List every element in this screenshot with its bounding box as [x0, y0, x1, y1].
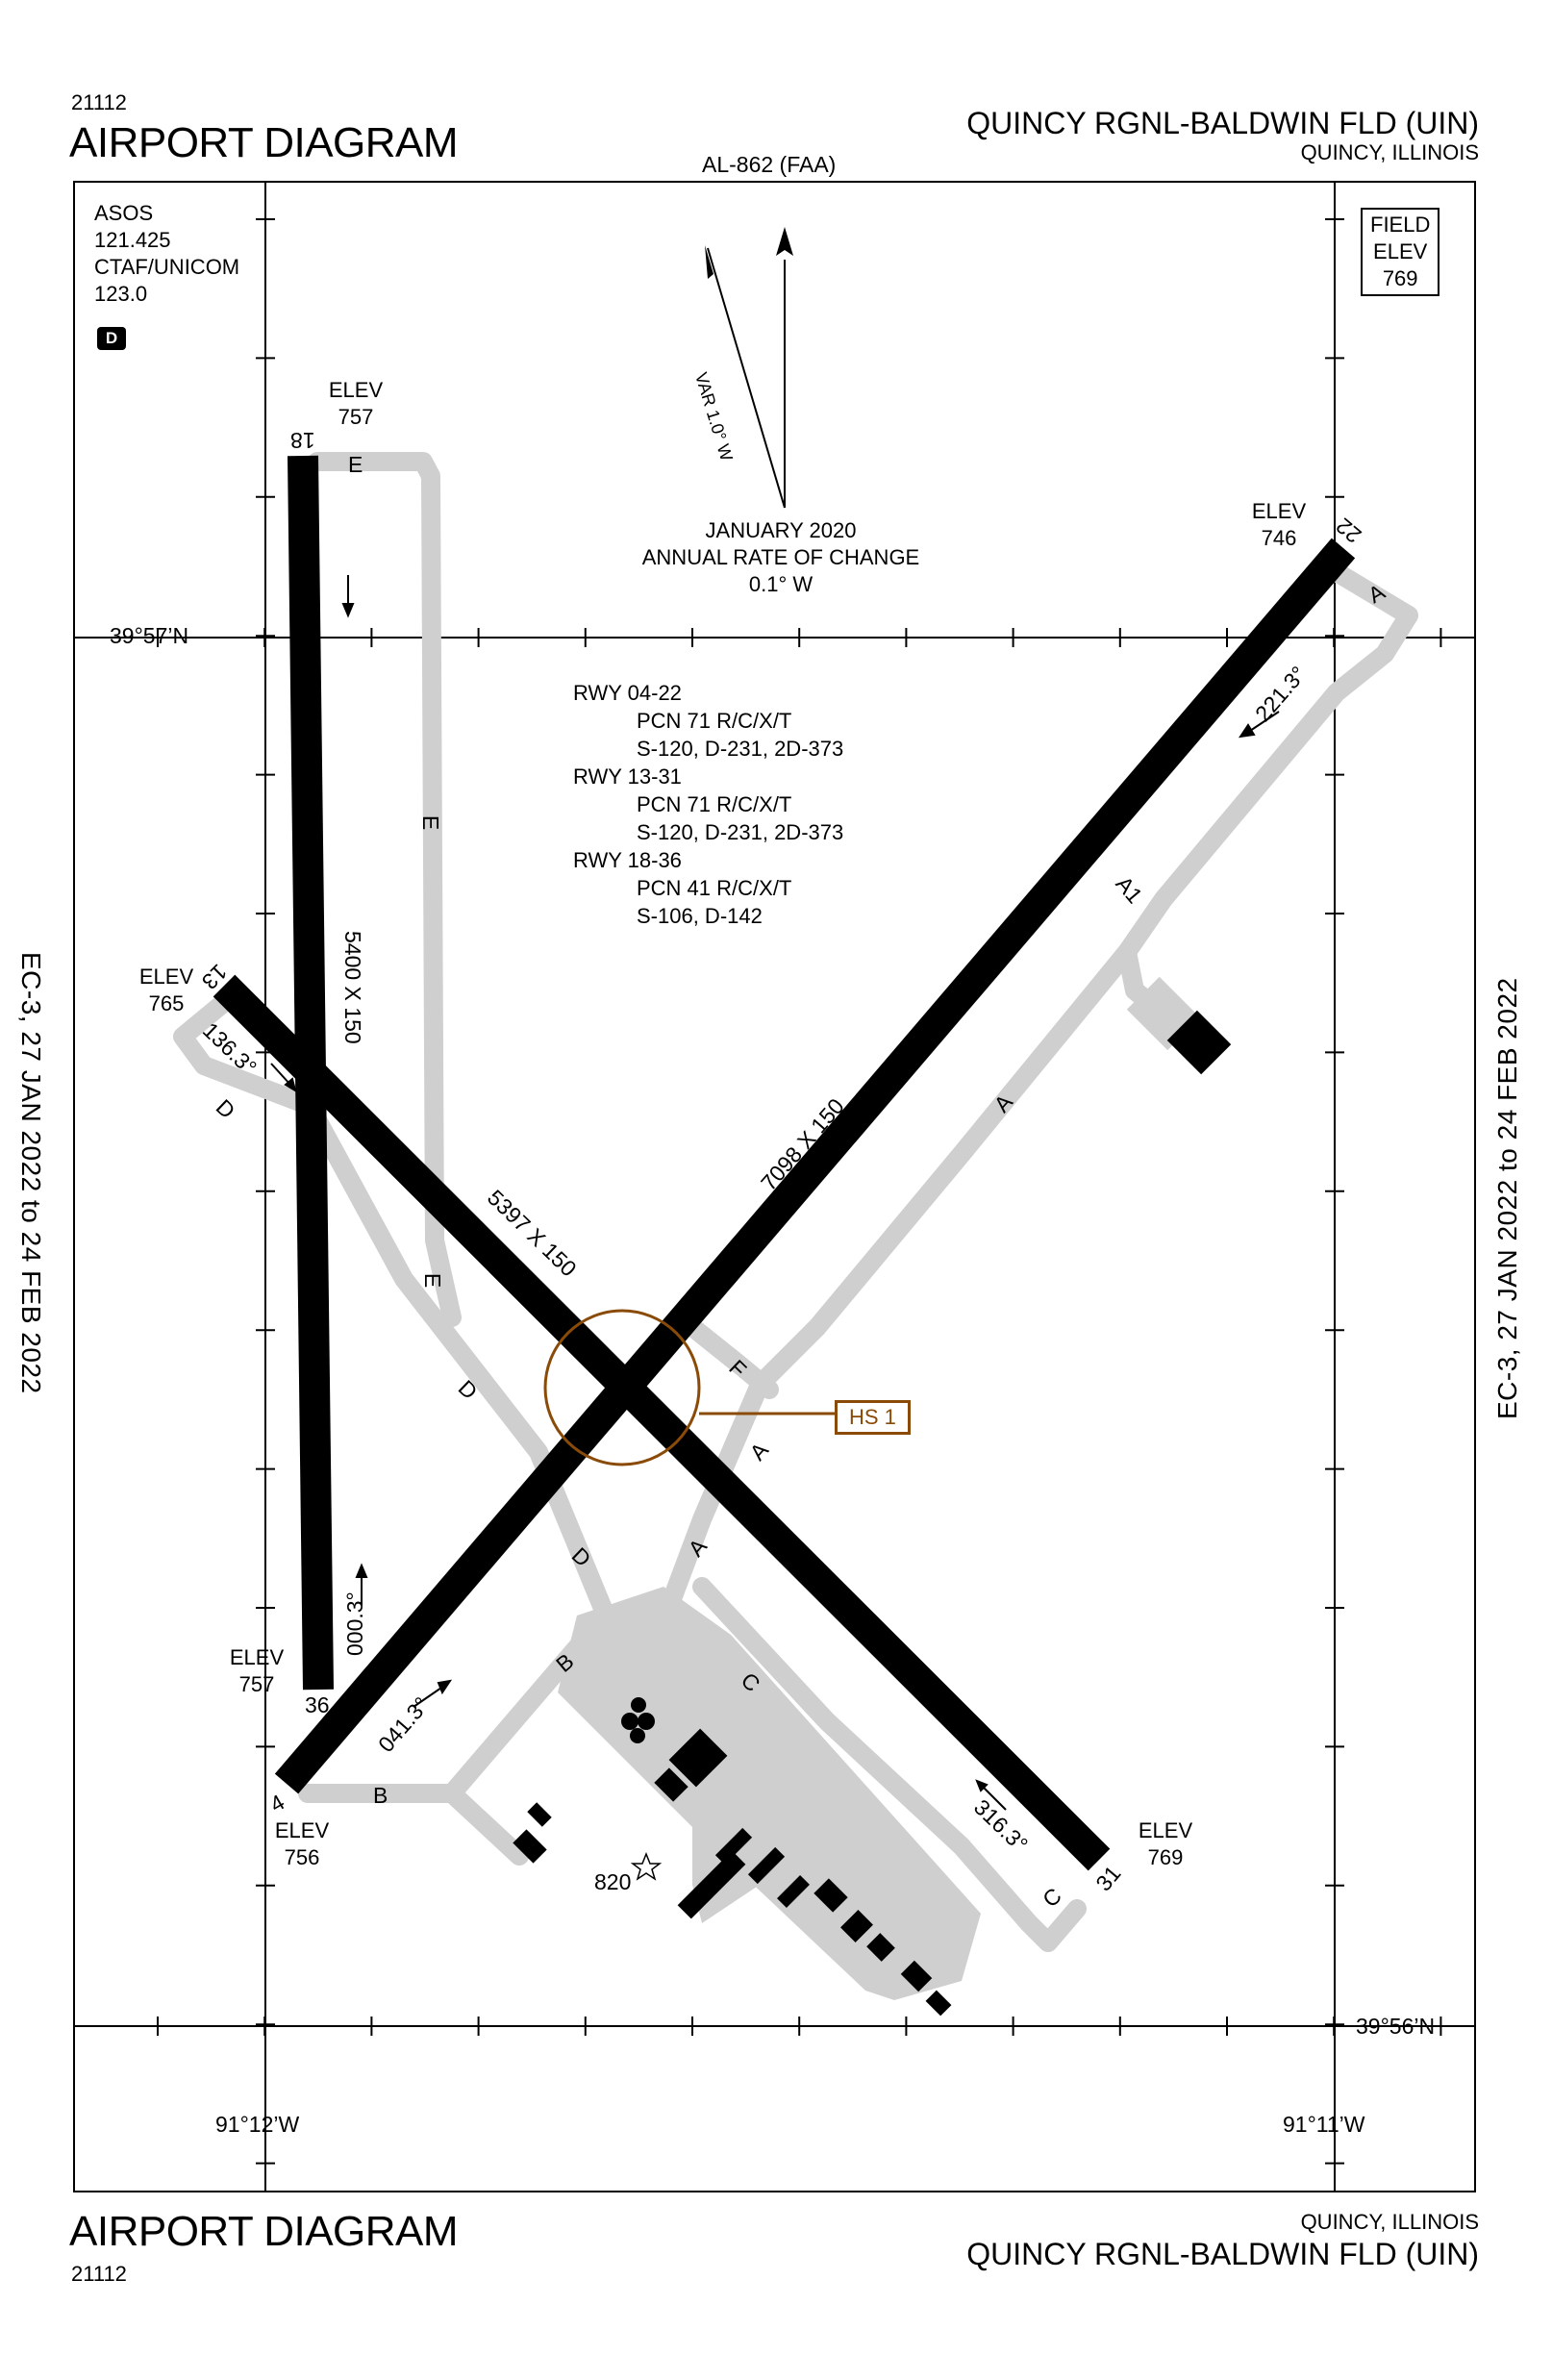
- chart-id: 21112: [71, 90, 127, 114]
- longitude-west-label: 91°12’W: [215, 2112, 300, 2137]
- rwy-04-elev-value: 756: [284, 1845, 320, 1869]
- annual-rate-value: 0.1° W: [748, 572, 814, 596]
- pcn-rwy-13-31: RWY 13-31: [573, 764, 682, 789]
- pcn-rwy-04-22-value: PCN 71 R/C/X/T: [637, 709, 792, 733]
- heading-arrows: [270, 575, 1280, 1811]
- rwy-31-elev-value: 769: [1147, 1845, 1184, 1869]
- magnetic-date: JANUARY 2020: [705, 518, 857, 542]
- rwy-22-elev-value: 746: [1261, 526, 1297, 550]
- rwy-22-elev-label: ELEV: [1251, 499, 1307, 523]
- taxiway-e-label-mid: E: [418, 814, 444, 831]
- runway-36-heading: 000.3°: [342, 1591, 367, 1656]
- rwy-36-elev-block: ELEV 757: [218, 1644, 295, 1698]
- ctaf-label: CTAF/UNICOM: [94, 255, 240, 279]
- chart-reference: AL-862 (FAA): [702, 152, 837, 177]
- rwy-18-elev-label: ELEV: [328, 378, 384, 402]
- rwy-22-elev-block: ELEV 746: [1240, 498, 1317, 552]
- rwy-31-elev-label: ELEV: [1138, 1818, 1193, 1842]
- taxiway-b-label-low: B: [373, 1783, 388, 1808]
- pcn-block: RWY 04-22 PCN 71 R/C/X/T S-120, D-231, 2…: [573, 679, 843, 930]
- effective-date-left: EC-3, 27 JAN 2022 to 24 FEB 2022: [16, 952, 46, 1394]
- runway-04-22: [274, 538, 1356, 1794]
- runway-18-36-dimensions: 5400 X 150: [340, 931, 365, 1044]
- field-elev-value: 769: [1382, 266, 1418, 290]
- latitude-south-label: 39°56’N: [1356, 2014, 1436, 2039]
- rwy-31-elev-block: ELEV 769: [1127, 1817, 1204, 1871]
- north-arrows: [705, 227, 793, 509]
- pcn-rwy-13-31-loads: S-120, D-231, 2D-373: [637, 820, 844, 844]
- airport-name: QUINCY RGNL-BALDWIN FLD (UIN): [966, 106, 1479, 140]
- field-elevation-box: FIELD ELEV 769: [1361, 208, 1440, 296]
- map-frame: [73, 181, 1476, 2192]
- rwy-13-elev-label: ELEV: [138, 965, 194, 989]
- rwy-13-elev-block: ELEV 765: [128, 964, 205, 1017]
- obstacle-elevation: 820: [594, 1869, 632, 1894]
- rwy-18-elev-block: ELEV 757: [317, 377, 394, 431]
- rwy-13-elev-value: 765: [148, 991, 185, 1015]
- pcn-rwy-18-36: RWY 18-36: [573, 848, 682, 872]
- taxiway-e-label-top: E: [348, 452, 363, 477]
- runway-18-number: 18: [290, 428, 315, 453]
- rwy-04-elev-label: ELEV: [274, 1818, 330, 1842]
- pcn-rwy-18-36-value: PCN 41 R/C/X/T: [637, 876, 792, 900]
- pcn-rwy-13-31-value: PCN 71 R/C/X/T: [637, 792, 792, 816]
- chart-title: AIRPORT DIAGRAM: [69, 119, 459, 166]
- comms-block: ASOS 121.425 CTAF/UNICOM 123.0: [94, 200, 239, 308]
- buildings: [513, 1010, 1232, 2017]
- apron: [558, 1587, 981, 2000]
- hotspot-circle: [543, 1309, 701, 1466]
- footer-title: AIRPORT DIAGRAM: [69, 2208, 459, 2255]
- airport-location: QUINCY, ILLINOIS: [1300, 140, 1479, 164]
- magnetic-north-arrowhead: [705, 245, 713, 279]
- airspace-class-d-badge: D: [97, 327, 126, 350]
- pcn-rwy-04-22-loads: S-120, D-231, 2D-373: [637, 737, 844, 761]
- runway-13-31: [213, 974, 1111, 1871]
- taxiway-e-label-low: E: [420, 1272, 446, 1289]
- footer-chart-id: 21112: [71, 2262, 127, 2286]
- asos-label: ASOS: [94, 201, 154, 225]
- obstacle-star-icon: [630, 1851, 663, 1881]
- pcn-rwy-18-36-loads: S-106, D-142: [637, 904, 763, 928]
- true-north-arrowhead: [776, 227, 793, 256]
- magnetic-north-line: [707, 247, 786, 509]
- rwy-36-elev-label: ELEV: [229, 1645, 285, 1669]
- rwy-18-elev-value: 757: [338, 405, 374, 429]
- effective-date-right: EC-3, 27 JAN 2022 to 24 FEB 2022: [1492, 977, 1522, 1419]
- runways: [213, 455, 1356, 1871]
- field-elev-label-2: ELEV: [1373, 239, 1428, 263]
- hotspot-label: HS 1: [835, 1400, 911, 1435]
- rwy-36-elev-value: 757: [238, 1672, 275, 1696]
- ctaf-frequency: 123.0: [94, 282, 148, 306]
- footer-location: QUINCY, ILLINOIS: [1300, 2210, 1479, 2234]
- magnetic-date-block: JANUARY 2020 ANNUAL RATE OF CHANGE 0.1° …: [588, 517, 973, 598]
- annual-rate-label: ANNUAL RATE OF CHANGE: [641, 545, 920, 569]
- runway-36-number: 36: [305, 1692, 330, 1717]
- pcn-rwy-04-22: RWY 04-22: [573, 681, 682, 705]
- latitude-north-label: 39°57’N: [110, 623, 189, 648]
- footer-airport-name: QUINCY RGNL-BALDWIN FLD (UIN): [966, 2237, 1479, 2271]
- field-elev-label-1: FIELD: [1370, 213, 1431, 237]
- runway-18-heading: 180.3°: [290, 552, 315, 616]
- rwy-04-elev-block: ELEV 756: [263, 1817, 340, 1871]
- longitude-east-label: 91°11’W: [1283, 2112, 1365, 2137]
- asos-frequency: 121.425: [94, 228, 171, 252]
